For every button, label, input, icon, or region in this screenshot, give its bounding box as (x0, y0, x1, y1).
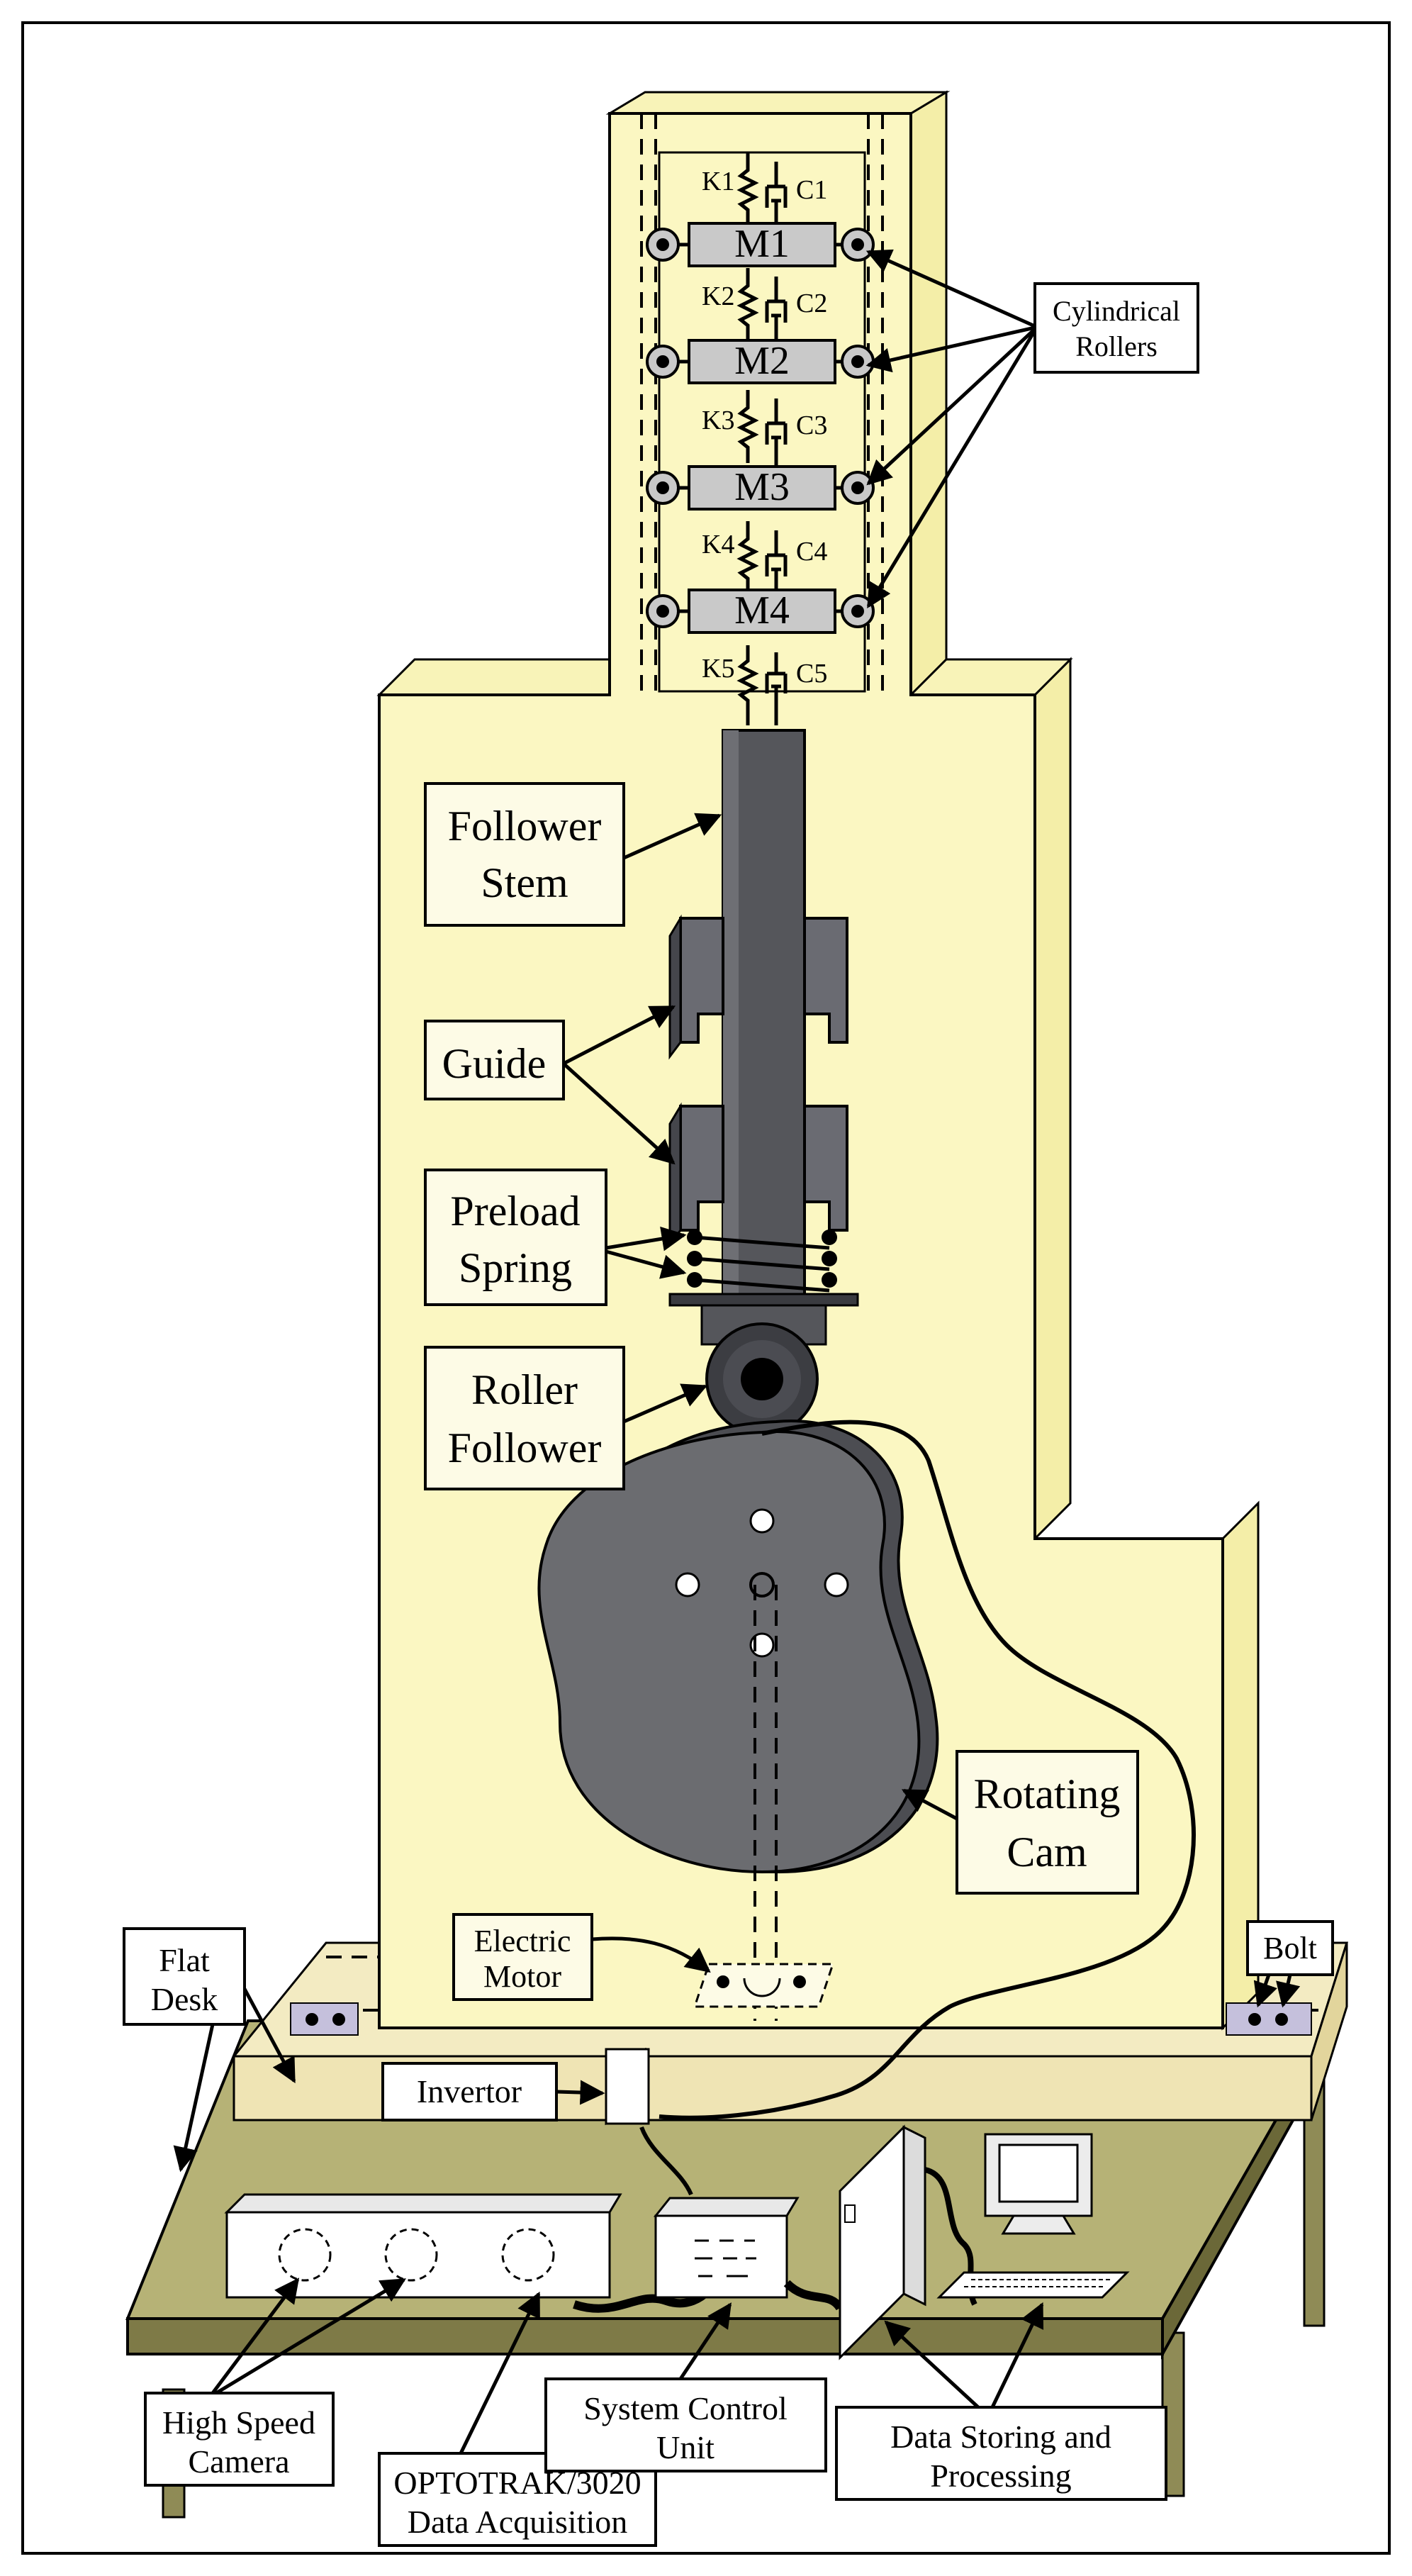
invertor-label: Invertor (417, 2073, 522, 2109)
spring-damper-2: K2 C2 (702, 268, 827, 344)
data-storing-line2: Processing (930, 2458, 1071, 2494)
k1-label: K1 (702, 167, 734, 196)
guide-label: Guide (442, 1040, 547, 1087)
k2-label: K2 (702, 281, 734, 311)
data-storing-line1: Data Storing and (890, 2419, 1111, 2455)
flat-desk-line2: Desk (151, 1981, 218, 2017)
optotrak-line2: Data Acquisition (408, 2504, 627, 2540)
mass-4: M4 (646, 589, 875, 634)
callout-electric-motor: Electric Motor (452, 1913, 711, 2001)
callout-invertor: Invertor (381, 2062, 605, 2121)
callout-rotating-cam: Rotating Cam (901, 1750, 1139, 1895)
electric-motor-line1: Electric (474, 1924, 571, 1958)
electric-motor (693, 1963, 835, 2008)
high-speed-camera-line1: High Speed (162, 2404, 315, 2441)
mass-spring-chain: K1 C1 K2 C2 K3 C3 K4 C4 K5 C5 (646, 152, 875, 725)
c3-label: C3 (796, 411, 827, 440)
rotating-cam-line1: Rotating (974, 1771, 1121, 1817)
signal-cable (659, 1420, 1196, 2120)
mass-1: M1 (646, 222, 875, 267)
high-speed-camera-bar (224, 2193, 622, 2299)
monitor (984, 2133, 1093, 2235)
m4-label: M4 (734, 589, 790, 632)
roller-follower-line1: Roller (471, 1366, 578, 1413)
callout-roller-follower: Roller Follower (424, 1346, 708, 1490)
spring-damper-3: K3 C3 (702, 390, 827, 466)
callout-guide: Guide (424, 1005, 676, 1165)
bolt-label: Bolt (1263, 1931, 1317, 1966)
follower-stem-line1: Follower (448, 803, 602, 849)
keyboard (936, 2271, 1130, 2299)
system-control-unit-line2: Unit (656, 2429, 715, 2465)
c2-label: C2 (796, 289, 827, 318)
c1-label: C1 (796, 175, 827, 205)
guide-upper (668, 914, 848, 1060)
follower-stem-line2: Stem (481, 859, 568, 906)
callout-preload-spring: Preload Spring (424, 1169, 687, 1306)
invertor-unit (605, 2047, 650, 2126)
spring-damper-5: K5 C5 (702, 645, 827, 725)
preload-spring-line1: Preload (450, 1188, 580, 1234)
pc-tower (839, 2124, 926, 2360)
preload-spring-coil (668, 1230, 859, 1346)
c5-label: C5 (796, 659, 827, 688)
electric-motor-line2: Motor (483, 1959, 561, 1994)
cylindrical-rollers-line1: Cylindrical (1053, 295, 1180, 327)
callout-flat-desk: Flat Desk (123, 1927, 296, 2173)
callout-high-speed-camera: High Speed Camera (144, 2277, 406, 2487)
flat-desk-line1: Flat (159, 1942, 210, 1978)
preload-spring-line2: Spring (459, 1244, 572, 1291)
roller-follower-line2: Follower (448, 1424, 602, 1471)
cylindrical-rollers-line2: Rollers (1075, 330, 1158, 362)
callout-follower-stem: Follower Stem (424, 782, 722, 927)
spring-damper-4: K4 C4 (702, 521, 827, 598)
high-speed-camera-line2: Camera (188, 2443, 289, 2480)
k4-label: K4 (702, 530, 734, 559)
callout-cylindrical-rollers: Cylindrical Rollers (865, 249, 1199, 608)
callout-system-control-unit: System Control Unit (544, 2302, 827, 2472)
m1-label: M1 (734, 222, 790, 266)
m2-label: M2 (734, 339, 790, 383)
callout-bolt: Bolt (1246, 1920, 1334, 2008)
rotating-cam (537, 1420, 939, 2021)
figure-border (21, 21, 1391, 2555)
bolt-right (1226, 2002, 1312, 2036)
k3-label: K3 (702, 406, 734, 435)
roller-follower (705, 1322, 819, 1436)
system-control-unit-line1: System Control (583, 2390, 788, 2426)
m3-label: M3 (734, 465, 790, 509)
spring-damper-1: K1 C1 (702, 152, 827, 229)
mass-3: M3 (646, 465, 875, 511)
system-control-unit-box (653, 2197, 800, 2299)
k5-label: K5 (702, 654, 734, 684)
rotating-cam-line2: Cam (1007, 1829, 1087, 1875)
callout-data-storing: Data Storing and Processing (835, 2302, 1167, 2501)
c4-label: C4 (796, 537, 827, 567)
bolt-left (290, 2002, 359, 2036)
